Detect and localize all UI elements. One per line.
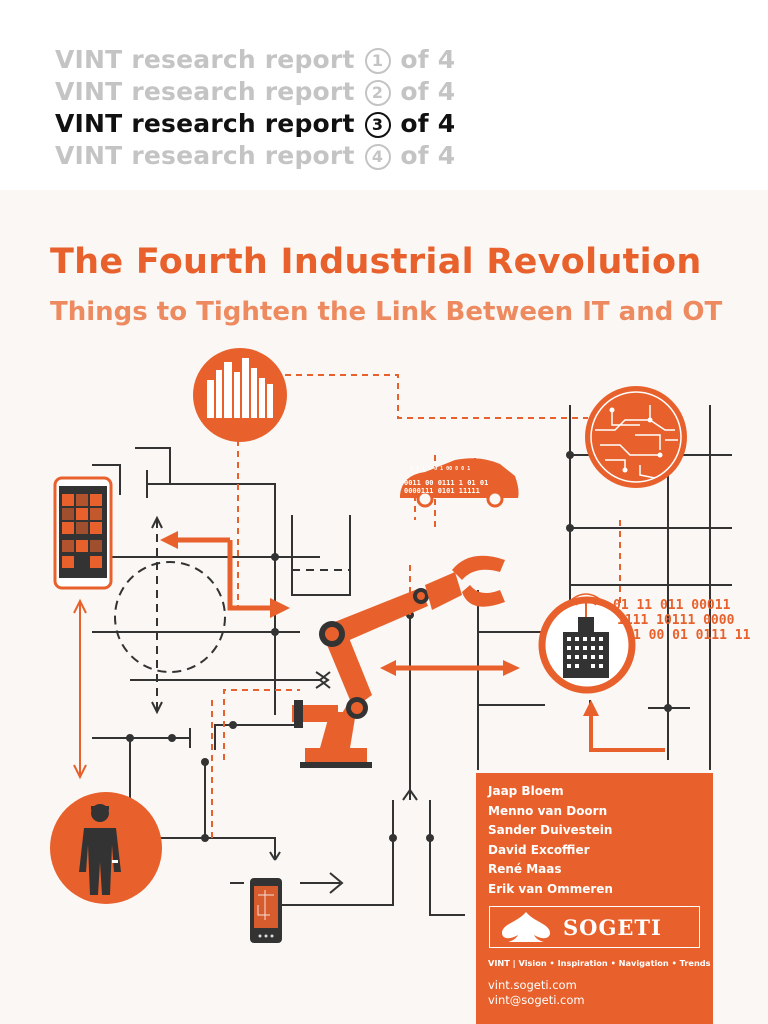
- series-line-4: VINT research report 4 of 4: [55, 140, 455, 172]
- contact-info: vint.sogeti.com vint@sogeti.com: [488, 978, 585, 1007]
- series-line-1: VINT research report 1 of 4: [55, 44, 455, 76]
- binary-line: 1111 10111 0000: [617, 613, 735, 628]
- sogeti-logo: SOGETI: [489, 906, 700, 948]
- author-name: Erik van Ommeren: [488, 881, 613, 896]
- author-name: Jaap Bloem: [488, 784, 564, 798]
- car-binary-line: 0011 00 0111 1 01 01: [404, 479, 488, 487]
- robot-arm-icon: [292, 555, 505, 768]
- smartphone-icon: [53, 476, 113, 590]
- industry-illustration: 0011 00 0111 1 01 01 0000111 0101 11111 …: [50, 348, 751, 943]
- series-suffix: of 4: [400, 45, 456, 74]
- author-name: René Maas: [488, 862, 562, 877]
- report-series-list: VINT research report 1 of 4 VINT researc…: [55, 44, 455, 172]
- website-link[interactable]: vint.sogeti.com: [488, 978, 577, 992]
- smart-building-icon: [538, 593, 636, 694]
- orange-arrows: [170, 537, 665, 752]
- cover-title: The Fourth Industrial Revolution: [50, 242, 702, 282]
- author-name: Sander Duivestein: [488, 823, 613, 838]
- author-name: David Excoffier: [488, 842, 590, 857]
- small-phone-icon: [250, 878, 282, 943]
- series-prefix: VINT research report: [55, 45, 355, 74]
- vint-tagline: VINT | Vision • Inspiration • Navigation…: [488, 958, 711, 968]
- series-prefix: VINT research report: [55, 109, 355, 138]
- series-suffix: of 4: [400, 77, 456, 106]
- author-list: Jaap Bloem Menno van Doorn Sander Duives…: [488, 782, 613, 900]
- author-name: Menno van Doorn: [488, 803, 608, 818]
- binary-stream: 01 11 011 00011 1111 10111 0000 1 00 01 …: [613, 598, 751, 643]
- series-suffix: of 4: [400, 141, 456, 170]
- series-line-2: VINT research report 2 of 4: [55, 76, 455, 108]
- car-binary-line: 0000111 0101 11111: [404, 487, 480, 495]
- car-binary-line: 1 1 1 1 0 1 00 0 0 1: [410, 466, 470, 472]
- series-prefix: VINT research report: [55, 77, 355, 106]
- series-suffix: of 4: [400, 109, 456, 138]
- author-panel: Jaap Bloem Menno van Doorn Sander Duives…: [476, 773, 713, 1024]
- target-circle: [114, 561, 226, 673]
- binary-line: 01 11 011 00011: [613, 598, 731, 613]
- email-link[interactable]: vint@sogeti.com: [488, 992, 585, 1007]
- spade-icon: [502, 912, 550, 942]
- car-icon: 0011 00 0111 1 01 01 0000111 0101 11111 …: [400, 458, 519, 508]
- series-number-badge: 4: [364, 144, 391, 170]
- microchip-icon: [585, 386, 687, 488]
- logo-wordmark: SOGETI: [563, 915, 662, 940]
- worker-icon: [50, 792, 162, 904]
- series-number-badge: 3: [364, 112, 391, 138]
- series-number-badge: 2: [364, 80, 391, 106]
- city-icon: [193, 348, 287, 442]
- binary-line: 1 00 01 0111 11: [633, 628, 751, 643]
- circuit-nodes: [126, 451, 672, 842]
- cover-subtitle: Things to Tighten the Link Between IT an…: [50, 297, 723, 327]
- series-number-badge: 1: [364, 48, 391, 74]
- series-line-3-current: VINT research report 3 of 4: [55, 108, 455, 140]
- series-prefix: VINT research report: [55, 141, 355, 170]
